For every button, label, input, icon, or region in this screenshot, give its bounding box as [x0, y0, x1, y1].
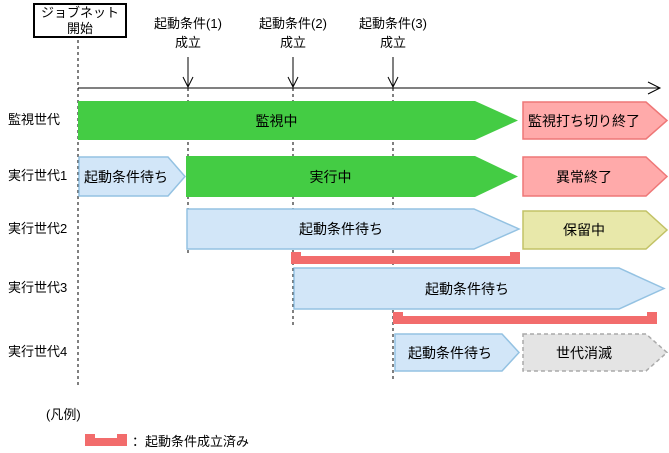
jobnet-start-line1: ジョブネット: [40, 5, 119, 20]
bar-gen1-abend-label: 異常終了: [556, 168, 612, 185]
bar-gen2-wait: 起動条件待ち: [186, 208, 521, 250]
bar-monitoring-end-label: 監視打ち切り終了: [528, 112, 640, 129]
bar-monitoring-label: 監視中: [255, 112, 298, 129]
condition-established-indicator-gen2: [291, 252, 520, 264]
condition2-label-line2: 成立: [279, 35, 306, 50]
condition2-arrowhead-icon: [287, 76, 299, 89]
bar-gen4-gone-label: 世代消滅: [556, 344, 612, 361]
bar-gen1-abend: 異常終了: [522, 156, 669, 197]
bar-gen1-wait-label: 起動条件待ち: [84, 168, 168, 185]
row-label-exec-generation-1: 実行世代1: [8, 168, 68, 183]
row-label-exec-generation-4: 実行世代4: [8, 344, 68, 359]
condition2-label: 起動条件(2) 成立: [218, 14, 368, 52]
condition1-label: 起動条件(1) 成立: [113, 14, 263, 52]
bar-monitoring: 監視中: [78, 101, 518, 140]
condition1-label-line2: 成立: [174, 35, 201, 50]
condition1-label-line1: 起動条件(1): [154, 16, 222, 31]
bar-gen3-wait: 起動条件待ち: [293, 267, 666, 310]
bar-gen2-wait-label: 起動条件待ち: [299, 221, 383, 237]
condition3-label-line2: 成立: [379, 35, 406, 50]
condition1-arrowhead-icon: [182, 76, 194, 89]
legend-red-bar-icon: [85, 434, 127, 446]
condition-established-indicator-gen3: [393, 312, 657, 324]
bar-gen2-hold-label: 保留中: [563, 222, 605, 238]
condition3-label-line1: 起動条件(3): [359, 16, 427, 31]
legend-red-bar-label: ：起動条件成立済み: [132, 434, 250, 449]
timeline-arrowhead-icon: [647, 81, 662, 95]
bar-gen1-run-label: 実行中: [309, 168, 352, 185]
bar-gen4-wait-label: 起動条件待ち: [408, 344, 492, 361]
jobnet-start-box: ジョブネット 開始: [33, 3, 127, 38]
condition2-label-line1: 起動条件(2): [259, 16, 327, 31]
jobnet-start-line2: 開始: [66, 21, 93, 36]
bar-gen2-hold: 保留中: [522, 210, 669, 250]
bar-gen4-gone: 世代消滅: [522, 333, 669, 372]
bar-gen4-wait: 起動条件待ち: [394, 333, 521, 372]
bar-gen3-wait-label: 起動条件待ち: [425, 280, 509, 297]
row-label-exec-generation-3: 実行世代3: [8, 280, 68, 295]
condition3-arrowhead-icon: [387, 76, 399, 89]
row-label-exec-generation-2: 実行世代2: [8, 221, 68, 236]
row-label-monitoring-generation: 監視世代: [8, 112, 61, 127]
bar-gen1-wait: 起動条件待ち: [78, 156, 186, 197]
bar-gen1-run: 実行中: [186, 156, 518, 197]
bar-monitoring-end: 監視打ち切り終了: [522, 101, 669, 140]
legend-title: (凡例): [46, 407, 81, 422]
condition3-label: 起動条件(3) 成立: [318, 14, 468, 52]
